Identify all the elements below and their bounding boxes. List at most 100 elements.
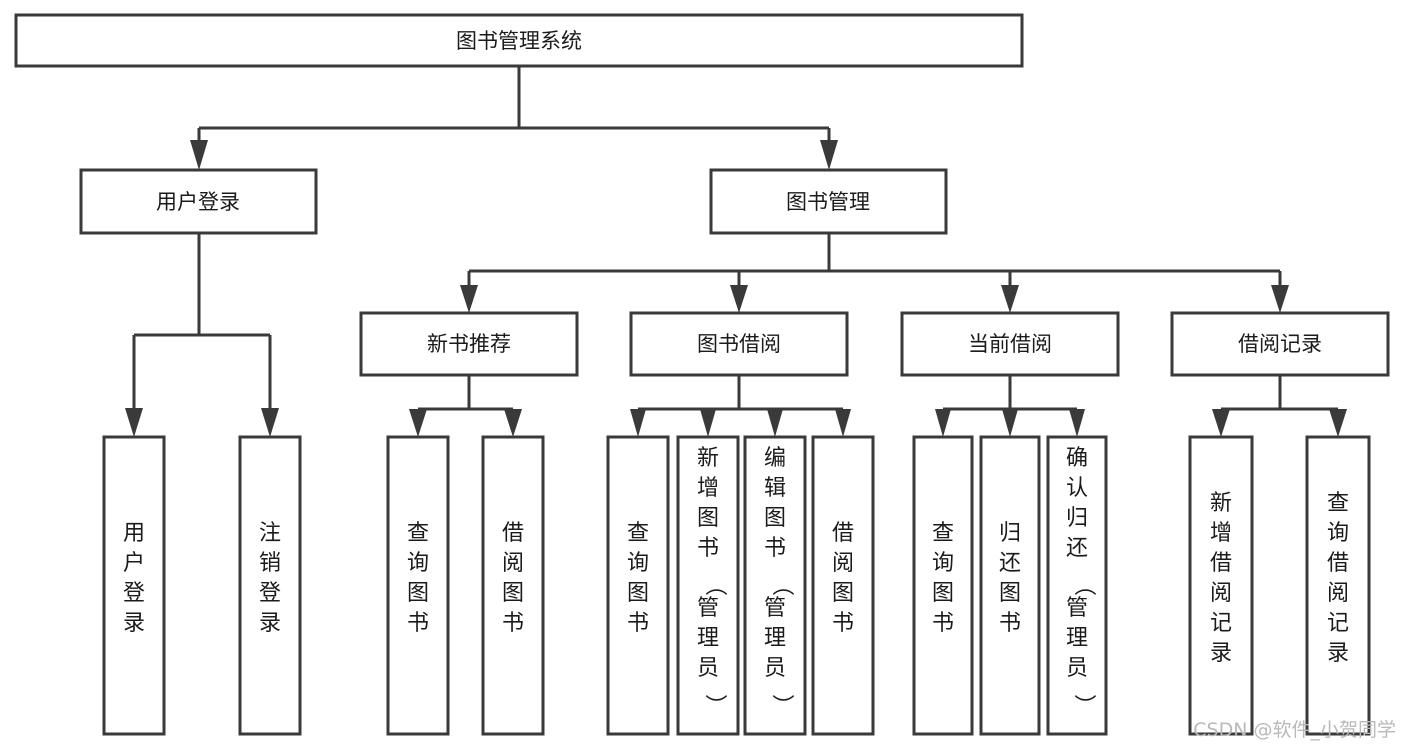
node-user-login-box[interactable]: [79, 168, 318, 235]
svg-text:阅: 阅: [502, 551, 524, 576]
svg-text:录: 录: [123, 611, 145, 636]
svg-text:还: 还: [1066, 536, 1088, 561]
svg-text:归: 归: [1066, 506, 1088, 531]
node-root-box[interactable]: [14, 13, 1024, 68]
leaf-query-book-1-box[interactable]: [386, 435, 450, 736]
leaf-query-record-box[interactable]: [1305, 435, 1371, 736]
svg-text:图: 图: [764, 506, 786, 531]
svg-text:员: 员: [697, 656, 719, 681]
svg-text:户: 户: [123, 551, 145, 576]
arrowhead-borrow-record: [1271, 285, 1289, 313]
svg-text:询: 询: [407, 551, 429, 576]
leaf-logout-login-box[interactable]: [238, 435, 302, 736]
svg-text:（: （: [1071, 574, 1096, 596]
svg-text:辑: 辑: [764, 476, 786, 501]
node-book-borrow[interactable]: 图书借阅: [629, 311, 849, 377]
svg-text:阅: 阅: [1327, 581, 1349, 606]
leaf-add-book-box[interactable]: [676, 435, 740, 736]
svg-text:用: 用: [123, 521, 145, 546]
arrowhead-leaf-query-book-3: [935, 409, 951, 437]
arrowhead-book-manage: [820, 140, 838, 170]
node-new-book-recommend[interactable]: 新书推荐: [359, 311, 579, 377]
node-current-borrow-box[interactable]: [900, 311, 1120, 377]
leaf-borrow-book-1-box[interactable]: [481, 435, 545, 736]
svg-text:图: 图: [407, 581, 429, 606]
leaf-query-book-2-box[interactable]: [606, 435, 670, 736]
svg-text:理: 理: [697, 626, 719, 651]
arrowhead-leaf-confirm-return: [1069, 409, 1085, 437]
arrowhead-leaf-query-book-1: [409, 409, 427, 437]
svg-text:查: 查: [407, 521, 429, 546]
node-borrow-record[interactable]: 借阅记录: [1170, 311, 1390, 377]
svg-text:登: 登: [123, 581, 145, 606]
leaf-confirm-return-box[interactable]: [1046, 435, 1108, 736]
svg-text:借: 借: [1327, 551, 1349, 576]
svg-text:确: 确: [1066, 446, 1088, 471]
node-borrow-record-box[interactable]: [1170, 311, 1390, 377]
svg-text:（: （: [769, 574, 794, 596]
node-book-manage-box[interactable]: [709, 168, 948, 235]
connector-layer: [125, 66, 1347, 437]
svg-text:询: 询: [627, 551, 649, 576]
node-new-book-recommend-box[interactable]: [359, 311, 579, 377]
svg-text:增: 增: [697, 476, 719, 501]
svg-text:还: 还: [999, 551, 1021, 576]
node-current-borrow[interactable]: 当前借阅: [900, 311, 1120, 377]
svg-text:阅: 阅: [1210, 581, 1232, 606]
svg-text:图: 图: [999, 581, 1021, 606]
svg-text:图: 图: [932, 581, 954, 606]
node-user-login-label: 用户登录: [156, 190, 240, 214]
svg-text:新: 新: [697, 446, 719, 471]
node-current-borrow-label: 当前借阅: [968, 332, 1052, 356]
arrowhead-leaf-query-record: [1329, 409, 1347, 437]
arrowhead-leaf-borrow-book-2: [835, 409, 851, 437]
leaf-edit-book-box[interactable]: [743, 435, 807, 736]
leaf-user-login[interactable]: 用户登录: [102, 435, 166, 736]
svg-text:书: 书: [764, 536, 786, 561]
leaf-borrow-book-2-box[interactable]: [811, 435, 875, 736]
svg-text:登: 登: [259, 581, 281, 606]
svg-text:员: 员: [764, 656, 786, 681]
svg-text:图: 图: [697, 506, 719, 531]
svg-text:新: 新: [1210, 491, 1232, 516]
svg-text:管: 管: [697, 596, 719, 621]
leaf-return-book-box[interactable]: [979, 435, 1041, 736]
node-user-login[interactable]: 用户登录: [79, 168, 318, 235]
svg-text:销: 销: [259, 551, 281, 576]
node-new-book-recommend-label: 新书推荐: [427, 332, 511, 356]
leaf-user-login-box[interactable]: [102, 435, 166, 736]
arrowhead-leaf-return-book: [1002, 409, 1018, 437]
arrowhead-leaf-add-record: [1212, 409, 1230, 437]
node-book-borrow-box[interactable]: [629, 311, 849, 377]
svg-text:借: 借: [832, 521, 854, 546]
svg-text:书: 书: [999, 611, 1021, 636]
svg-text:编: 编: [764, 446, 786, 471]
node-book-manage[interactable]: 图书管理: [709, 168, 948, 235]
svg-text:记: 记: [1327, 611, 1349, 636]
leaf-add-record-box[interactable]: [1188, 435, 1254, 736]
node-root[interactable]: 图书管理系统: [14, 13, 1024, 68]
svg-text:理: 理: [764, 626, 786, 651]
svg-text:借: 借: [502, 521, 524, 546]
svg-text:员: 员: [1066, 656, 1088, 681]
arrowhead-current-borrow: [1001, 285, 1019, 313]
arrowhead-leaf-edit-book: [767, 409, 783, 437]
leaf-query-book-3-box[interactable]: [912, 435, 974, 736]
